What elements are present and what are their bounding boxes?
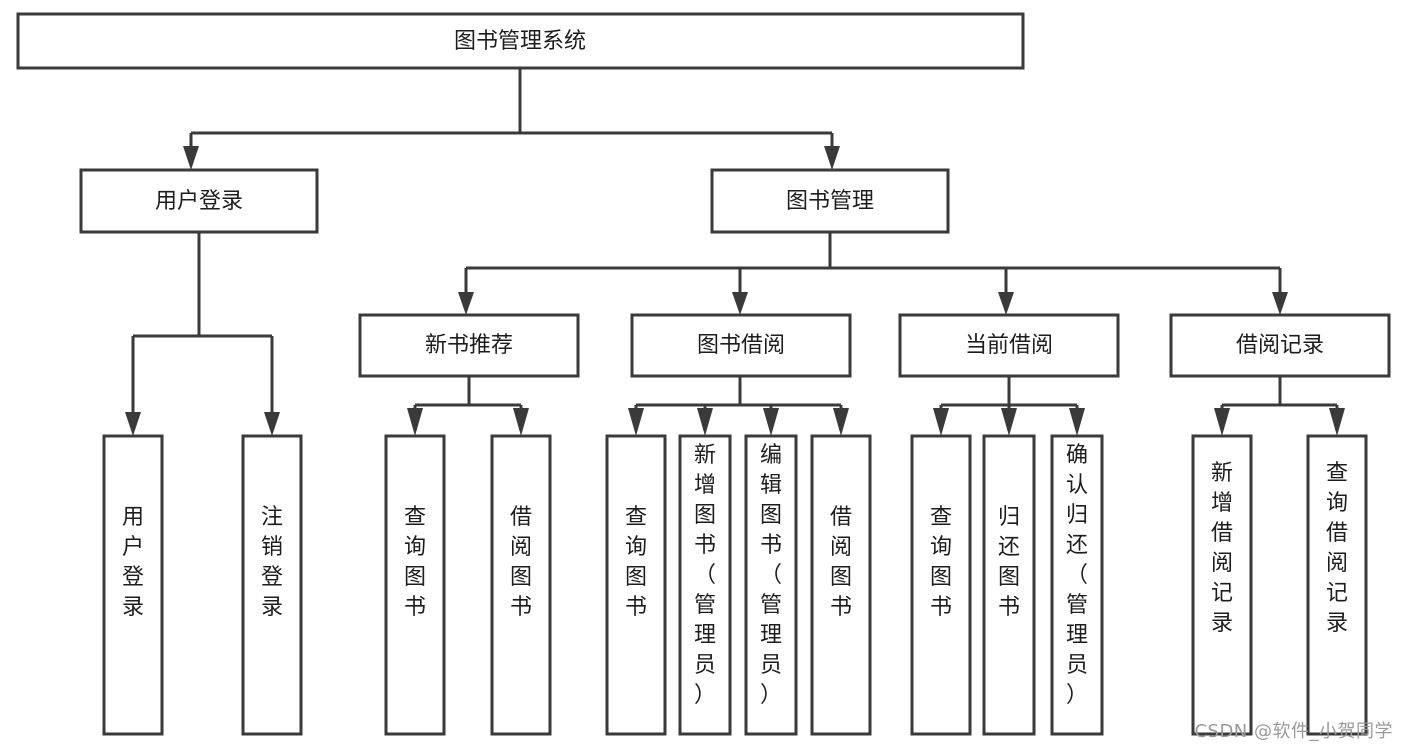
arrow-head-current-borrow — [998, 292, 1014, 315]
node-leaf-query-book-1-box[interactable] — [384, 434, 446, 736]
arrow-head-leaf-query-record — [1329, 408, 1345, 436]
node-leaf-add-record-box[interactable] — [1191, 434, 1253, 736]
node-leaf-return-book-label: 归还图书 — [998, 505, 1020, 620]
node-leaf-edit-book[interactable]: 编辑图书（管理员） — [744, 434, 798, 736]
node-current-borrow-box[interactable] — [898, 313, 1120, 378]
edges-root-to-level2 — [183, 68, 840, 170]
node-leaf-add-book-box[interactable] — [678, 434, 732, 736]
node-leaf-borrow-book-2-label: 借阅图书 — [830, 505, 852, 620]
node-user-login[interactable]: 用户登录 — [79, 168, 319, 234]
node-leaf-user-login[interactable]: 用户登录 — [102, 434, 164, 736]
arrow-head-leaf-user-logout — [264, 412, 280, 436]
node-leaf-query-book-2-label: 查询图书 — [625, 505, 647, 620]
arrow-head-leaf-query-book-2 — [628, 408, 644, 436]
node-root-box[interactable] — [16, 12, 1025, 70]
arrow-head-leaf-query-book-1 — [407, 408, 423, 436]
node-leaf-edit-book-box[interactable] — [744, 434, 798, 736]
node-leaf-user-logout-label: 注销登录 — [261, 505, 283, 620]
arrow-head-leaf-add-record — [1214, 408, 1230, 436]
arrow-head-leaf-confirm-return — [1069, 408, 1085, 436]
edges-borrow-record-to-leaves — [1214, 376, 1345, 436]
arrow-head-book-manage — [824, 146, 840, 170]
arrow-head-book-borrow — [732, 292, 748, 315]
edges-new-book-rec-to-leaves — [407, 376, 529, 436]
arrow-head-user-login — [183, 146, 199, 170]
node-leaf-query-record-label: 查询借阅记录 — [1326, 461, 1348, 636]
node-leaf-return-book[interactable]: 归还图书 — [982, 434, 1036, 736]
node-book-borrow-label: 图书借阅 — [697, 333, 785, 358]
node-leaf-borrow-book-1[interactable]: 借阅图书 — [490, 434, 552, 736]
node-leaf-query-book-3[interactable]: 查询图书 — [910, 434, 972, 736]
arrow-head-leaf-return-book — [1001, 408, 1017, 436]
node-book-borrow[interactable]: 图书借阅 — [630, 313, 852, 378]
node-leaf-query-book-2[interactable]: 查询图书 — [605, 434, 667, 736]
arrow-head-leaf-query-book-3 — [933, 408, 949, 436]
arrow-head-leaf-edit-book — [763, 408, 779, 436]
edges-current-borrow-to-leaves — [933, 376, 1085, 436]
node-leaf-edit-book-label: 编辑图书（管理员） — [760, 443, 782, 708]
arrow-head-leaf-user-login — [125, 412, 141, 436]
edges-book-borrow-to-leaves — [628, 376, 849, 436]
arrow-head-leaf-borrow-book-1 — [513, 408, 529, 436]
node-book-manage-box[interactable] — [710, 168, 950, 234]
node-leaf-borrow-book-2[interactable]: 借阅图书 — [810, 434, 872, 736]
node-leaf-user-login-box[interactable] — [102, 434, 164, 736]
edges-book-manage-to-level3 — [458, 232, 1288, 315]
node-leaf-query-book-1-label: 查询图书 — [404, 505, 426, 620]
node-book-manage-label: 图书管理 — [786, 189, 874, 214]
node-leaf-return-book-box[interactable] — [982, 434, 1036, 736]
node-book-borrow-box[interactable] — [630, 313, 852, 378]
arrow-head-leaf-borrow-book-2 — [833, 408, 849, 436]
edges-user-login-to-leaves — [125, 232, 280, 436]
node-leaf-user-logout-box[interactable] — [241, 434, 303, 736]
node-leaf-borrow-book-1-box[interactable] — [490, 434, 552, 736]
node-user-login-box[interactable] — [79, 168, 319, 234]
node-leaf-borrow-book-1-label: 借阅图书 — [510, 505, 532, 620]
node-leaf-user-logout[interactable]: 注销登录 — [241, 434, 303, 736]
node-leaf-query-book-2-box[interactable] — [605, 434, 667, 736]
node-new-book-rec-box[interactable] — [358, 313, 580, 378]
node-leaf-query-record[interactable]: 查询借阅记录 — [1306, 434, 1368, 736]
node-leaf-query-book-1[interactable]: 查询图书 — [384, 434, 446, 736]
arrow-head-borrow-record — [1272, 292, 1288, 315]
node-leaf-user-login-label: 用户登录 — [122, 505, 144, 620]
node-borrow-record[interactable]: 借阅记录 — [1169, 313, 1391, 378]
node-leaf-confirm-return-label: 确认归还（管理员） — [1066, 443, 1088, 708]
csdn-watermark: CSDN @软件_小贺同学 — [1194, 721, 1393, 742]
node-leaf-add-record-label: 新增借阅记录 — [1211, 461, 1233, 636]
node-borrow-record-box[interactable] — [1169, 313, 1391, 378]
node-new-book-rec-label: 新书推荐 — [425, 333, 513, 358]
arrow-head-new-book-rec — [458, 292, 474, 315]
node-leaf-add-book-label: 新增图书（管理员） — [694, 443, 716, 708]
node-leaf-borrow-book-2-box[interactable] — [810, 434, 872, 736]
node-root-label: 图书管理系统 — [454, 29, 586, 54]
node-root[interactable]: 图书管理系统 — [16, 12, 1025, 70]
node-book-manage[interactable]: 图书管理 — [710, 168, 950, 234]
node-leaf-query-record-box[interactable] — [1306, 434, 1368, 736]
node-leaf-confirm-return[interactable]: 确认归还（管理员） — [1050, 434, 1104, 736]
node-leaf-add-record[interactable]: 新增借阅记录 — [1191, 434, 1253, 736]
node-current-borrow-label: 当前借阅 — [965, 333, 1053, 358]
node-leaf-query-book-3-box[interactable] — [910, 434, 972, 736]
node-new-book-rec[interactable]: 新书推荐 — [358, 313, 580, 378]
node-leaf-confirm-return-box[interactable] — [1050, 434, 1104, 736]
node-borrow-record-label: 借阅记录 — [1236, 333, 1324, 358]
node-leaf-add-book[interactable]: 新增图书（管理员） — [678, 434, 732, 736]
node-user-login-label: 用户登录 — [155, 189, 243, 214]
arrow-head-leaf-add-book — [697, 408, 713, 436]
node-leaf-query-book-3-label: 查询图书 — [930, 505, 952, 620]
node-current-borrow[interactable]: 当前借阅 — [898, 313, 1120, 378]
